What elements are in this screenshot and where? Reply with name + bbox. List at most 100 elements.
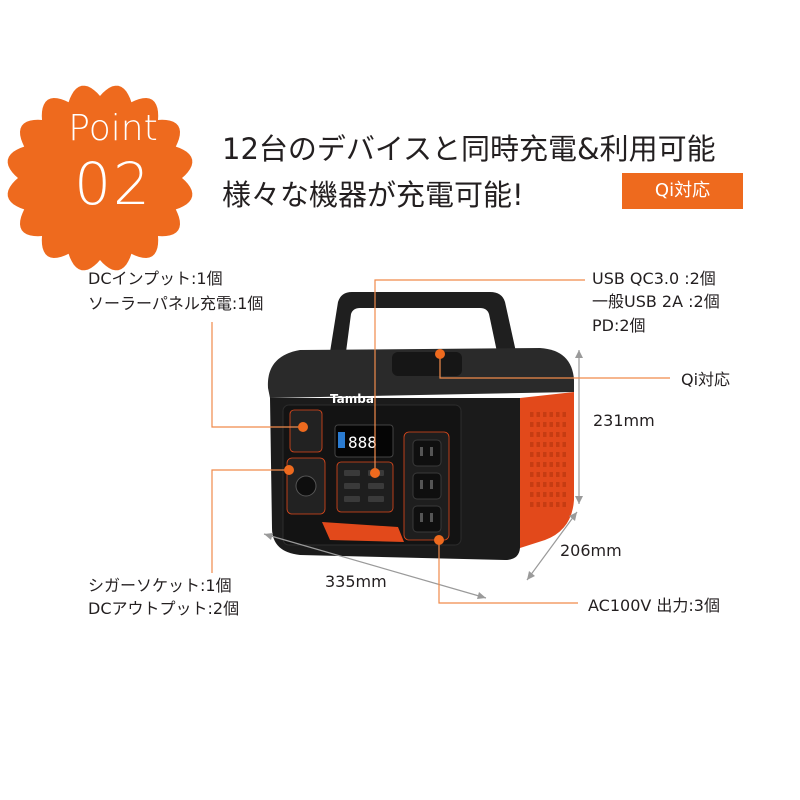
- label-ac-output: AC100V 出力:3個: [588, 596, 720, 615]
- label-height: 231mm: [593, 411, 655, 430]
- label-cigar: シガーソケット:1個: [88, 576, 232, 595]
- vent-slot: [536, 492, 540, 497]
- label-usb-general: 一般USB 2A :2個: [592, 292, 720, 311]
- callout-line-qi: [439, 354, 670, 379]
- vent-slot: [556, 502, 560, 507]
- vent-slot: [530, 482, 534, 487]
- ac-outlet-slot: [420, 513, 423, 522]
- arrowhead: [527, 571, 535, 580]
- side-vents: [530, 412, 566, 507]
- vent-slot: [562, 492, 566, 497]
- callout-dot-dc-input: [298, 422, 308, 432]
- label-dc-input: DCインプット:1個: [88, 269, 223, 288]
- handle: [330, 292, 516, 352]
- vent-slot: [530, 422, 534, 427]
- label-usb-qc: USB QC3.0 :2個: [592, 269, 716, 288]
- vent-slot: [562, 482, 566, 487]
- usb-port: [344, 483, 360, 489]
- vent-slot: [543, 412, 547, 417]
- arrowhead: [575, 350, 583, 358]
- callout-dot-qi: [435, 349, 445, 359]
- vent-slot: [543, 472, 547, 477]
- ac-outlet-slot: [430, 513, 433, 522]
- vent-slot: [556, 432, 560, 437]
- vent-slot: [543, 482, 547, 487]
- callout-line-dc-input: [211, 322, 303, 428]
- front-light-bar: [322, 522, 404, 542]
- ac-outlet-slot: [420, 480, 423, 489]
- vent-slot: [556, 442, 560, 447]
- ac-outlet: [412, 439, 442, 467]
- vent-slot: [549, 412, 553, 417]
- side-panel: [520, 392, 574, 548]
- vent-slot: [543, 502, 547, 507]
- vent-slot: [562, 432, 566, 437]
- arrowhead: [264, 533, 273, 540]
- vent-slot: [556, 412, 560, 417]
- vent-slot: [556, 482, 560, 487]
- callout-dot-ac: [434, 535, 444, 545]
- depth-dimension-line: [526, 511, 578, 581]
- label-pd: PD:2個: [592, 316, 646, 335]
- ac-outlet-slot: [420, 447, 423, 456]
- vent-slot: [530, 462, 534, 467]
- vent-slot: [549, 492, 553, 497]
- vent-slot: [549, 442, 553, 447]
- point-badge: [7, 85, 193, 271]
- vent-slot: [543, 432, 547, 437]
- callout-line-ac: [438, 540, 578, 604]
- ac-outlet: [412, 505, 442, 533]
- vent-slot: [543, 452, 547, 457]
- vent-slot: [530, 412, 534, 417]
- callout-dots: [284, 349, 445, 545]
- vent-slot: [549, 502, 553, 507]
- vent-slot: [549, 422, 553, 427]
- vent-slot: [562, 442, 566, 447]
- vent-slot: [530, 492, 534, 497]
- brand-logo: Tamba: [330, 392, 374, 406]
- label-width: 335mm: [325, 572, 387, 591]
- arrowhead: [477, 592, 486, 599]
- ac-outlet: [412, 472, 442, 500]
- vent-slot: [543, 462, 547, 467]
- headline-line-2: 様々な機器が充電可能!: [222, 178, 524, 212]
- dimension-lines: [263, 350, 580, 599]
- badge-word: Point: [68, 108, 158, 149]
- vent-slot: [530, 502, 534, 507]
- vent-slot: [556, 422, 560, 427]
- vent-slot: [556, 462, 560, 467]
- vent-slot: [536, 482, 540, 487]
- vent-slot: [556, 452, 560, 457]
- vent-slot: [549, 472, 553, 477]
- vent-slot: [562, 502, 566, 507]
- vent-slot: [549, 482, 553, 487]
- label-depth: 206mm: [560, 541, 622, 560]
- label-dc-output: DCアウトプット:2個: [88, 599, 240, 618]
- vent-slot: [530, 432, 534, 437]
- ac-outlet-slot: [430, 480, 433, 489]
- lcd-digits: 888: [348, 433, 377, 452]
- vent-slot: [562, 452, 566, 457]
- vent-slot: [536, 442, 540, 447]
- vent-slot: [536, 462, 540, 467]
- usb-port: [344, 496, 360, 502]
- vent-slot: [556, 492, 560, 497]
- usb-port: [368, 496, 384, 502]
- width-dimension-line: [263, 533, 487, 599]
- callout-dot-cigar: [284, 465, 294, 475]
- arrowhead: [569, 512, 577, 521]
- cigar-socket: [295, 475, 317, 497]
- vent-slot: [549, 432, 553, 437]
- qi-pad: [392, 352, 462, 376]
- vent-slot: [536, 432, 540, 437]
- callout-dot-usb: [370, 468, 380, 478]
- vent-slot: [536, 452, 540, 457]
- vent-slot: [543, 492, 547, 497]
- lcd-display: [334, 424, 394, 458]
- vent-slot: [536, 502, 540, 507]
- arrowhead: [575, 496, 583, 504]
- vent-slot: [536, 422, 540, 427]
- vent-slot: [530, 442, 534, 447]
- badge-number: 02: [74, 150, 152, 218]
